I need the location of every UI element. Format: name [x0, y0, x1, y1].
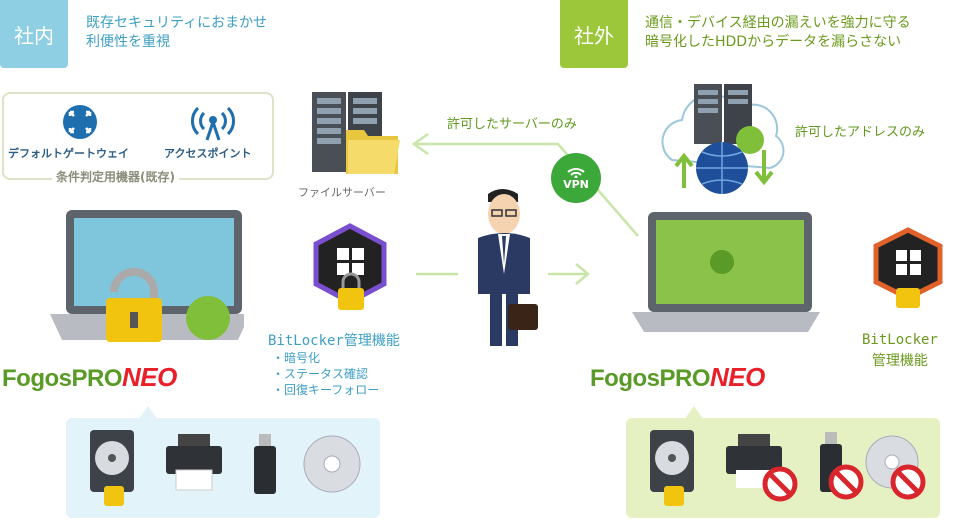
allowed-server-label: 許可したサーバーのみ — [447, 117, 577, 132]
usb-drive-icon — [254, 434, 276, 494]
outside-badge: 社外 — [560, 0, 628, 68]
bitlocker-item-status: ・ステータス確認 — [272, 367, 369, 381]
vpn-label: VPN — [563, 177, 589, 191]
inside-header-line2: 利便性を重視 — [86, 34, 170, 50]
fogos-logo-inside: FogosPRONEO — [2, 362, 177, 393]
inside-badge: 社内 — [0, 0, 68, 68]
inside-panel-pointer — [138, 406, 158, 420]
printer-icon — [166, 434, 222, 491]
wifi-icon — [567, 167, 585, 178]
file-server-label: ファイルサーバー — [298, 186, 386, 199]
device-group-label: 条件判定用機器(既存) — [52, 168, 179, 185]
outside-laptop-icon — [632, 212, 820, 332]
businessman-icon — [478, 189, 538, 346]
outside-header: 通信・デバイス経由の漏えいを強力に守る 暗号化したHDDからデータを漏らさない — [645, 14, 911, 52]
bitlocker-title: BitLocker管理機能 — [268, 333, 400, 349]
router-label: デフォルトゲートウェイ — [8, 147, 129, 160]
printer-blocked-icon — [726, 434, 798, 502]
arrow-to-server — [411, 132, 639, 237]
access-point-label: アクセスポイント — [164, 147, 252, 160]
fogos-logo-outside: FogosPRONEO — [590, 362, 765, 393]
bitlocker-outside-line1: BitLocker — [862, 332, 938, 348]
bitlocker-outside-line2: 管理機能 — [871, 353, 928, 369]
usb-blocked-icon — [820, 432, 864, 500]
outside-header-line2: 暗号化したHDDからデータを漏らさない — [645, 34, 902, 50]
bitlocker-list: ・暗号化 ・ステータス確認 ・回復キーフォロー — [272, 350, 379, 398]
logo-part2-outside: NEO — [710, 362, 765, 392]
file-server-icon — [312, 92, 400, 174]
access-point-icon — [191, 106, 235, 141]
logo-part1-outside: FogosPRO — [590, 365, 711, 392]
cloud-server-icon — [661, 84, 785, 194]
allowed-address-label: 許可したアドレスのみ — [795, 125, 926, 140]
bitlocker-outside-label: BitLocker 管理機能 — [862, 330, 938, 372]
inside-header: 既存セキュリティにおまかせ 利便性を重視 — [86, 14, 267, 52]
horizontal-arrows — [416, 263, 590, 285]
outside-header-line1: 通信・デバイス経由の漏えいを強力に守る — [645, 15, 911, 31]
bitlocker-icon — [313, 223, 387, 310]
logo-part1: FogosPRO — [2, 365, 123, 392]
cd-disc-icon — [303, 435, 361, 493]
hdd-lock-icon — [90, 430, 134, 506]
bitlocker-item-encrypt: ・暗号化 — [272, 351, 321, 365]
hdd-lock-icon-outside — [650, 430, 694, 506]
bitlocker-item-recovery: ・回復キーフォロー — [272, 383, 380, 397]
logo-part2: NEO — [122, 362, 177, 392]
vpn-badge: VPN — [551, 153, 601, 203]
bitlocker-icon-outside — [873, 227, 943, 308]
cd-blocked-icon — [865, 435, 926, 500]
outside-panel-pointer — [684, 406, 704, 420]
inside-laptop-icon — [50, 210, 244, 342]
router-icon — [63, 105, 97, 139]
inside-header-line1: 既存セキュリティにおまかせ — [86, 15, 268, 31]
